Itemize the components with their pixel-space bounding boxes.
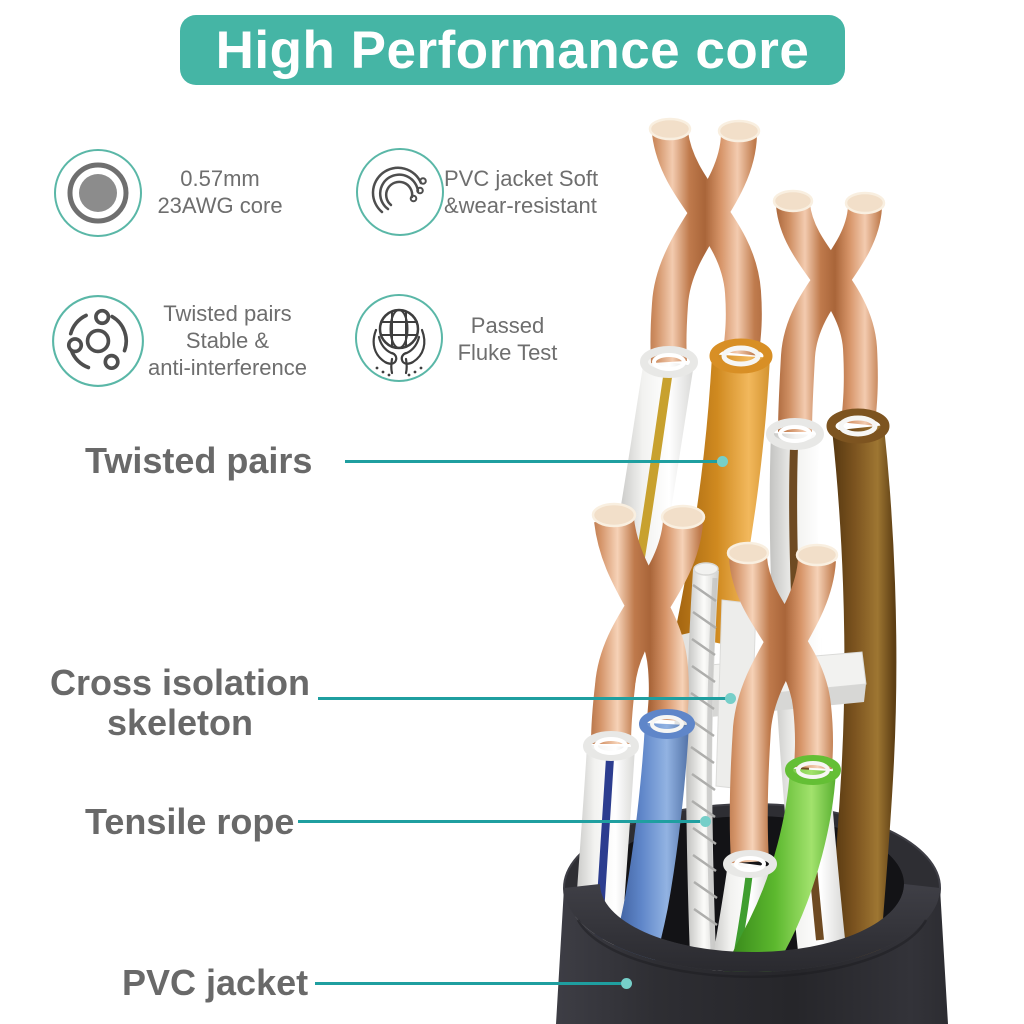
bare-copper-twisted-pair-top-left (640, 117, 773, 378)
bare-copper-twisted-pair-mid-left (583, 502, 706, 761)
callout-label: Cross isolation (49, 662, 311, 703)
leader-dot-cross-isolation (725, 693, 736, 704)
leader-line-cross-isolation (318, 697, 726, 700)
callout-label: PVC jacket (122, 962, 309, 1003)
feature-line: Stable & (185, 328, 270, 353)
feature-line: PVC jacket Soft (444, 166, 599, 191)
leader-dot-pvc-jacket (621, 978, 632, 989)
feature-line: 23AWG core (157, 193, 283, 218)
bare-copper-twisted-pair-mid-right (723, 541, 841, 878)
core-diameter-icon (54, 149, 142, 237)
hands-globe-icon (355, 294, 443, 382)
callout-twisted-pairs: Twisted pairs (85, 441, 312, 481)
callout-pvc-jacket: PVC jacket (122, 963, 308, 1003)
bare-copper-twisted-pair-top-right (766, 189, 890, 450)
callout-label: skeleton (106, 702, 254, 743)
feature-line: Fluke Test (457, 340, 558, 365)
leader-line-pvc-jacket (315, 982, 621, 985)
feature-line: anti-interference (148, 355, 307, 380)
tensile-rope (686, 562, 719, 957)
twisted-pairs-icon (52, 295, 144, 387)
feature-line: &wear-resistant (444, 193, 597, 218)
feature-fluke-text: Passed Fluke Test (435, 312, 580, 366)
callout-label: Tensile rope (85, 801, 295, 842)
callout-tensile-rope: Tensile rope (85, 802, 294, 842)
feature-twisted-text: Twisted pairs Stable & anti-interference (120, 300, 335, 381)
leader-dot-twisted-pairs (717, 456, 728, 467)
title-banner: High Performance core (180, 15, 845, 85)
white-orange-stripe-wire (611, 358, 694, 571)
leader-line-twisted-pairs (345, 460, 717, 463)
leader-line-tensile-rope (298, 820, 700, 823)
feature-line: Passed (470, 313, 545, 338)
feature-line: 0.57mm (180, 166, 260, 191)
feature-core-text: 0.57mm 23AWG core (130, 165, 310, 219)
coiled-cable-icon (356, 148, 444, 236)
leader-dot-tensile-rope (700, 816, 711, 827)
pvc-jacket-front (556, 884, 948, 1024)
feature-line: Twisted pairs (163, 301, 292, 326)
callout-label: Twisted pairs (85, 440, 313, 481)
feature-jacket-text: PVC jacket Soft &wear-resistant (444, 165, 598, 219)
callout-cross-isolation-skeleton: Cross isolation skeleton (35, 663, 325, 743)
page-title: High Performance core (215, 20, 810, 80)
brown-wire (828, 425, 897, 960)
blue-wire (610, 722, 689, 969)
